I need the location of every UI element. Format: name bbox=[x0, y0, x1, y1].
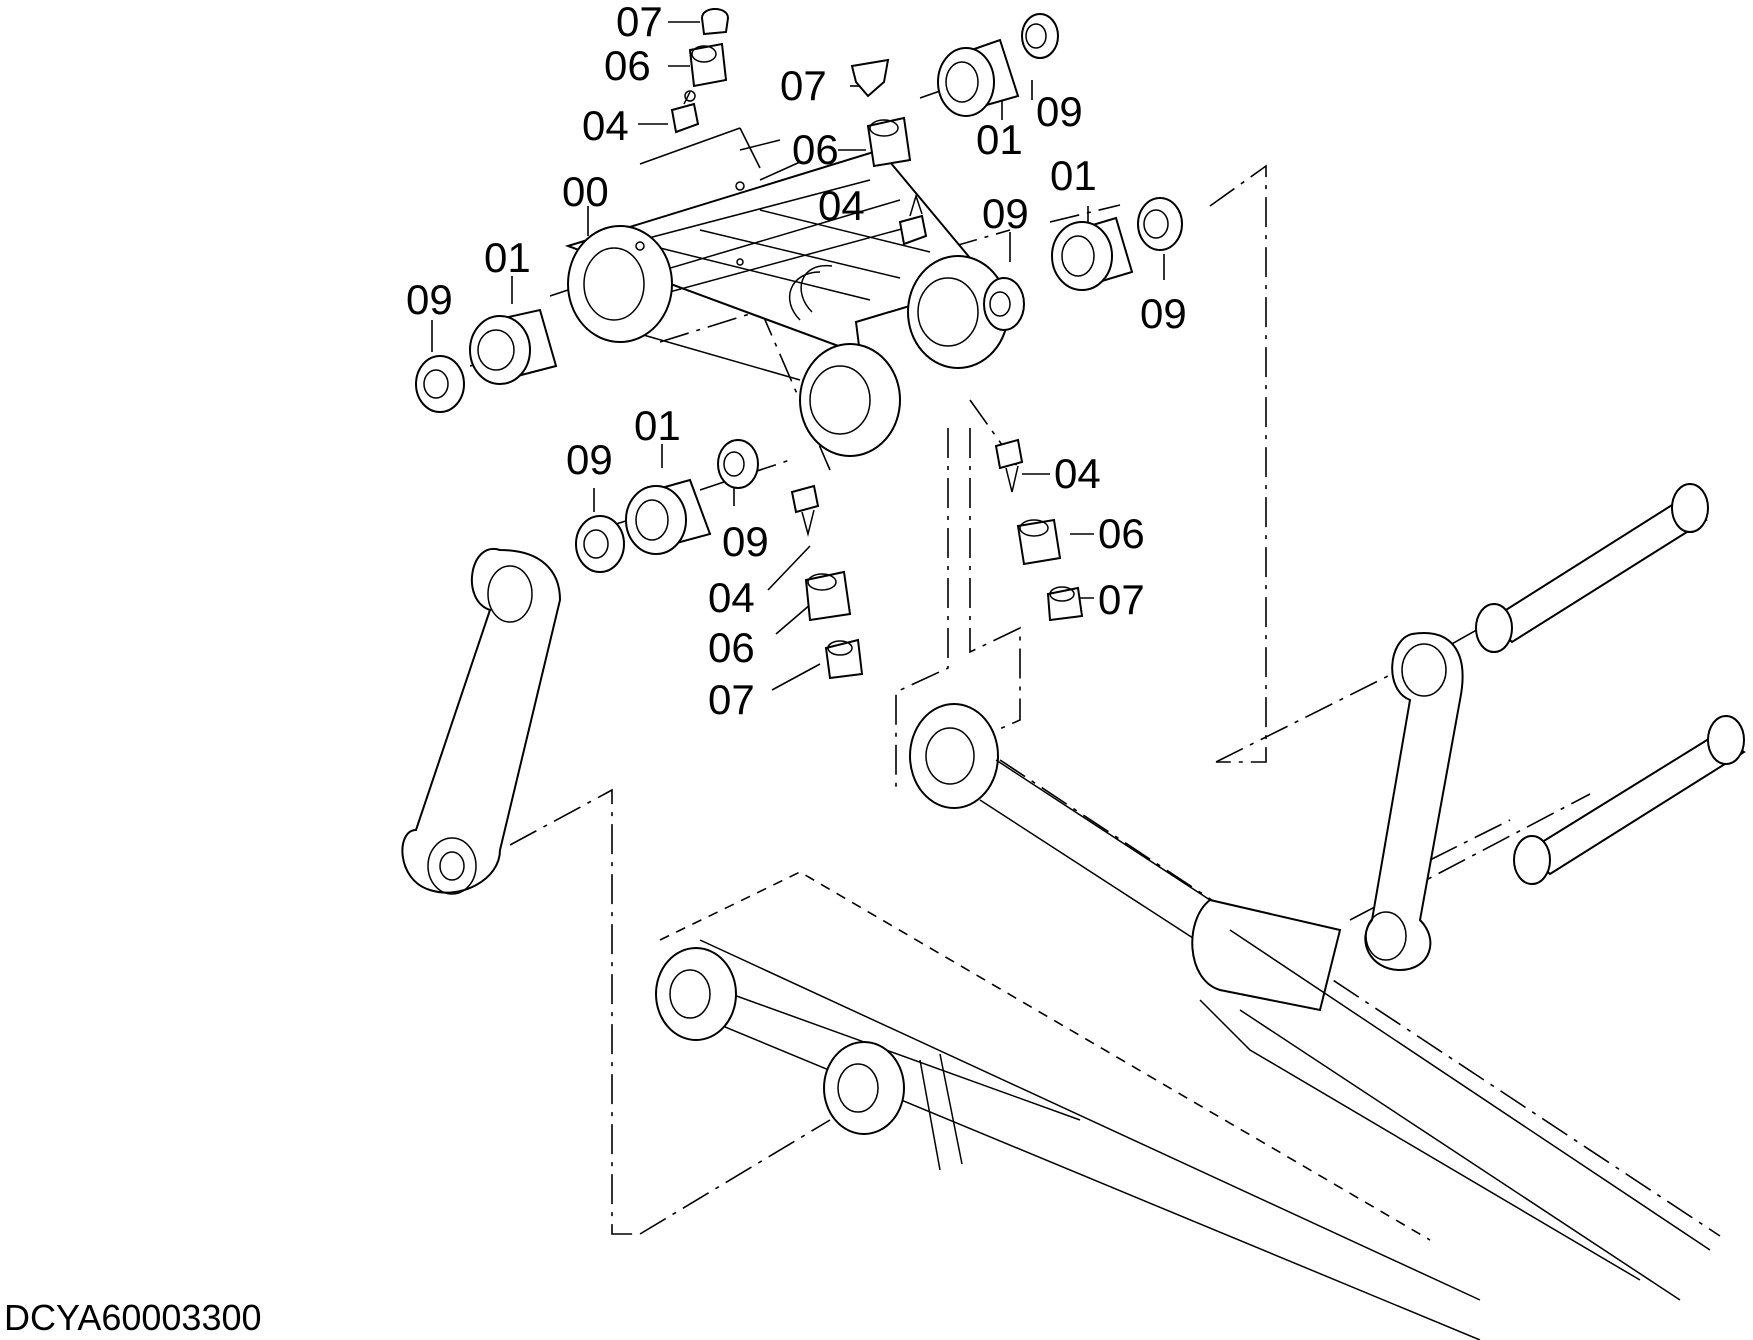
pivot-holder bbox=[564, 139, 1009, 457]
callout-04: 04 bbox=[708, 574, 755, 621]
bushing-lower bbox=[575, 439, 759, 573]
fitting-set-lower-left bbox=[790, 484, 864, 680]
bushing-top bbox=[937, 13, 1059, 117]
callout-07: 07 bbox=[1098, 576, 1145, 623]
callout-01: 01 bbox=[1050, 152, 1097, 199]
fitting-set-top bbox=[670, 8, 730, 134]
callout-06: 06 bbox=[708, 624, 755, 671]
callout-04: 04 bbox=[582, 102, 629, 149]
callout-01: 01 bbox=[976, 116, 1023, 163]
pin-lower bbox=[1513, 715, 1746, 885]
fittings bbox=[670, 8, 1084, 680]
callout-01: 01 bbox=[634, 402, 681, 449]
callout-04: 04 bbox=[818, 182, 865, 229]
callout-07: 07 bbox=[708, 676, 755, 723]
callout-06: 06 bbox=[604, 42, 651, 89]
bushing-left bbox=[415, 308, 558, 413]
callout-labels: 07 06 04 07 06 04 09 01 00 01 09 09 01 0… bbox=[406, 0, 1187, 723]
cylinder bbox=[909, 703, 1711, 1301]
callout-09: 09 bbox=[1036, 88, 1083, 135]
link-right bbox=[1364, 632, 1464, 972]
callout-09: 09 bbox=[406, 276, 453, 323]
callout-06: 06 bbox=[792, 126, 839, 173]
link-left bbox=[401, 547, 562, 895]
fitting-set-mid bbox=[850, 58, 928, 246]
callout-09: 09 bbox=[1140, 290, 1187, 337]
callout-07: 07 bbox=[780, 62, 827, 109]
bushings bbox=[415, 13, 1183, 573]
callout-07: 07 bbox=[616, 0, 663, 45]
drawing-code: DCYA60003300 bbox=[4, 1297, 262, 1338]
callout-09: 09 bbox=[722, 518, 769, 565]
callout-00: 00 bbox=[562, 168, 609, 215]
callout-09: 09 bbox=[566, 436, 613, 483]
boom-arm bbox=[655, 871, 1481, 1340]
callout-04: 04 bbox=[1054, 450, 1101, 497]
fitting-set-lower-right bbox=[994, 438, 1084, 622]
callout-01: 01 bbox=[484, 234, 531, 281]
bushing-right bbox=[983, 197, 1183, 331]
pin-upper bbox=[1475, 483, 1709, 653]
callout-06: 06 bbox=[1098, 510, 1145, 557]
callout-09: 09 bbox=[982, 190, 1029, 237]
